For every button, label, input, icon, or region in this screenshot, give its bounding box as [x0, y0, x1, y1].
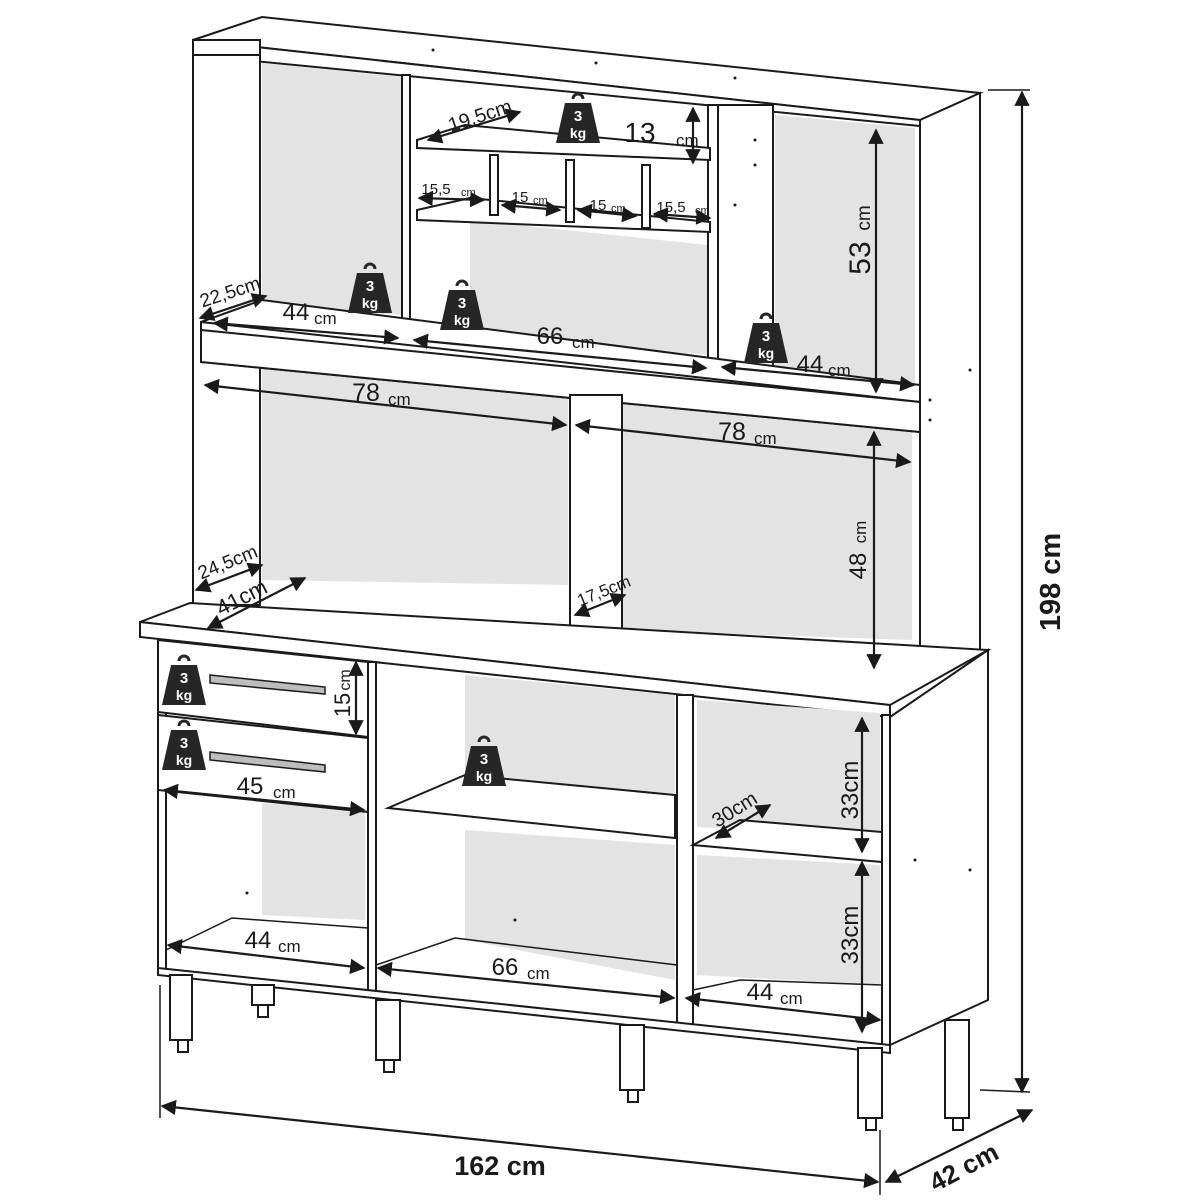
- middle-left-width-label: 78: [352, 379, 380, 407]
- upper-right-height-label: 53: [844, 241, 877, 274]
- svg-text:3: 3: [762, 328, 770, 345]
- svg-text:3: 3: [480, 751, 488, 768]
- svg-text:3: 3: [458, 295, 466, 312]
- svg-text:kg: kg: [570, 125, 586, 141]
- drawer-width-label: 45: [237, 773, 264, 800]
- middle-height-label: 48: [845, 553, 872, 580]
- svg-text:3: 3: [366, 278, 374, 295]
- unit-label: cm: [828, 361, 851, 380]
- unit-label: cm: [754, 429, 777, 448]
- lower-right-height-top-label: 33cm: [837, 761, 864, 820]
- unit-label: cm: [337, 669, 354, 690]
- niche-1-label: 15,5: [421, 181, 450, 198]
- niche-unit-label: cm: [461, 187, 476, 199]
- svg-text:kg: kg: [758, 345, 774, 361]
- total-height-label: 198 cm: [1035, 533, 1067, 631]
- unit-label: cm: [314, 309, 337, 328]
- weight-icon: 3 kg: [160, 719, 208, 772]
- upper-right-width-label: 44: [797, 351, 824, 378]
- svg-text:kg: kg: [362, 295, 378, 311]
- svg-text:3: 3: [574, 108, 582, 125]
- lower-center-width-label: 66: [492, 954, 519, 981]
- niche-unit-label: cm: [611, 203, 626, 215]
- total-depth-label: 42 cm: [924, 1137, 1003, 1198]
- weight-icon: 3 kg: [554, 92, 602, 145]
- weight-icon: 3 kg: [460, 735, 508, 788]
- middle-right-width-label: 78: [718, 418, 746, 446]
- upper-center-width-label: 66: [537, 323, 564, 350]
- svg-text:kg: kg: [454, 312, 470, 328]
- weight-badges: 3 kg 3 kg 3 kg 3 kg 3 kg 3 kg 3 kg: [160, 92, 790, 788]
- weight-icon: 3 kg: [438, 279, 486, 332]
- unit-label: cm: [851, 521, 870, 544]
- niche-4-label: 15,5: [656, 199, 685, 216]
- top-shelf-gap-unit: cm: [676, 131, 699, 150]
- weight-icon: 3 kg: [742, 312, 790, 365]
- svg-text:3: 3: [180, 670, 188, 687]
- weight-icon: 3 kg: [346, 262, 394, 315]
- unit-label: cm: [388, 390, 411, 409]
- drawer-height-label: 15: [330, 693, 355, 717]
- total-width-label: 162 cm: [454, 1151, 546, 1181]
- lower-cabinet: [157, 638, 989, 1131]
- unit-label: cm: [527, 964, 550, 983]
- lower-left-width-label: 44: [245, 927, 272, 954]
- svg-text:kg: kg: [476, 768, 492, 784]
- unit-label: cm: [278, 937, 301, 956]
- unit-label: cm: [572, 333, 595, 352]
- niche-unit-label: cm: [533, 195, 548, 207]
- upper-left-width-label: 44: [283, 299, 310, 326]
- svg-text:3: 3: [180, 735, 188, 752]
- dimension-arrows: [159, 89, 1034, 1195]
- lower-right-width-label: 44: [747, 979, 774, 1006]
- unit-label: cm: [273, 783, 296, 802]
- unit-label: cm: [854, 205, 875, 230]
- svg-text:kg: kg: [176, 687, 192, 703]
- top-shelf-gap-label: 13: [624, 117, 655, 148]
- niche-unit-label: cm: [695, 205, 710, 217]
- niche-2-label: 15: [512, 189, 529, 206]
- niche-3-label: 15: [590, 197, 607, 214]
- lower-right-height-bottom-label: 33cm: [837, 906, 864, 965]
- svg-text:kg: kg: [176, 752, 192, 768]
- unit-label: cm: [780, 989, 803, 1008]
- weight-icon: 3 kg: [160, 654, 208, 707]
